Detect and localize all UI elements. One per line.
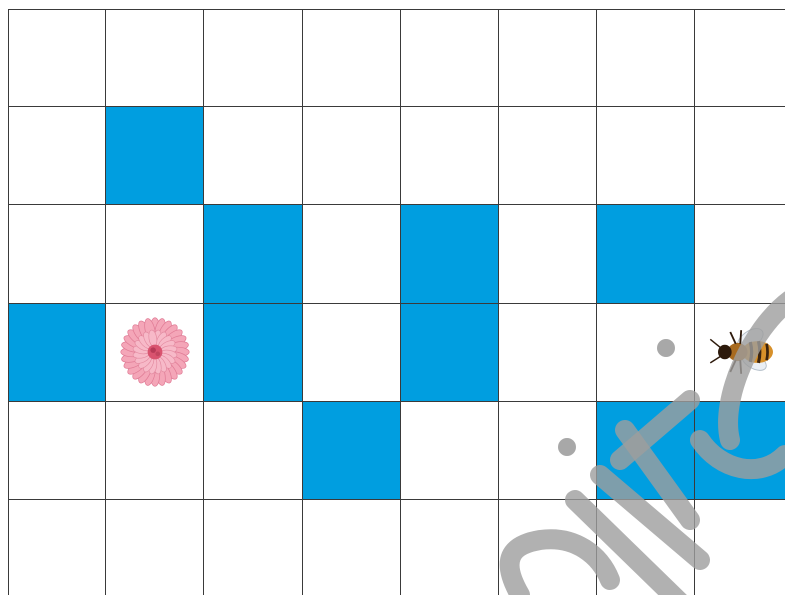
blocked-cell[interactable] bbox=[401, 205, 499, 303]
honeybee-icon[interactable] bbox=[695, 304, 785, 401]
grid-cell[interactable] bbox=[499, 9, 597, 107]
blocked-cell[interactable] bbox=[303, 402, 401, 500]
grid-cell[interactable] bbox=[597, 107, 695, 205]
grid-cell[interactable] bbox=[499, 402, 597, 500]
grid-cell[interactable] bbox=[204, 9, 302, 107]
grid-cell[interactable] bbox=[8, 205, 106, 303]
grid-cell[interactable] bbox=[695, 107, 785, 205]
grid-cell[interactable] bbox=[204, 107, 302, 205]
grid-cell[interactable] bbox=[695, 205, 785, 303]
grid-cell[interactable] bbox=[303, 107, 401, 205]
grid-cell[interactable] bbox=[303, 304, 401, 402]
pink-flower-icon bbox=[106, 304, 203, 401]
grid-cell[interactable] bbox=[695, 304, 785, 402]
grid-cell[interactable] bbox=[499, 500, 597, 595]
grid-cell[interactable] bbox=[8, 9, 106, 107]
grid-cell[interactable] bbox=[204, 402, 302, 500]
grid-cell[interactable] bbox=[401, 107, 499, 205]
blocked-cell[interactable] bbox=[204, 304, 302, 402]
grid-cell[interactable] bbox=[106, 9, 204, 107]
blocked-cell[interactable] bbox=[8, 304, 106, 402]
grid-cell[interactable] bbox=[303, 205, 401, 303]
grid-cell[interactable] bbox=[401, 402, 499, 500]
blocked-cell[interactable] bbox=[597, 205, 695, 303]
grid-cell[interactable] bbox=[8, 402, 106, 500]
grid-cell[interactable] bbox=[695, 9, 785, 107]
blocked-cell[interactable] bbox=[401, 304, 499, 402]
grid-cell[interactable] bbox=[597, 9, 695, 107]
grid-cell[interactable] bbox=[8, 500, 106, 595]
grid-cell[interactable] bbox=[401, 9, 499, 107]
blocked-cell[interactable] bbox=[204, 205, 302, 303]
blocked-cell[interactable] bbox=[106, 107, 204, 205]
grid-cell[interactable] bbox=[695, 500, 785, 595]
grid-cell[interactable] bbox=[106, 304, 204, 402]
grid-cell[interactable] bbox=[597, 304, 695, 402]
grid-cell[interactable] bbox=[303, 9, 401, 107]
grid-cell[interactable] bbox=[204, 500, 302, 595]
grid-cell[interactable] bbox=[499, 205, 597, 303]
grid-cell[interactable] bbox=[106, 500, 204, 595]
grid-cell[interactable] bbox=[499, 304, 597, 402]
blocked-cell[interactable] bbox=[597, 402, 695, 500]
grid-cell[interactable] bbox=[106, 402, 204, 500]
blocked-cell[interactable] bbox=[695, 402, 785, 500]
grid-cell[interactable] bbox=[597, 500, 695, 595]
grid-cell[interactable] bbox=[8, 107, 106, 205]
grid-cell[interactable] bbox=[401, 500, 499, 595]
grid-cell[interactable] bbox=[106, 205, 204, 303]
grid-cell[interactable] bbox=[303, 500, 401, 595]
grid-cell[interactable] bbox=[499, 107, 597, 205]
